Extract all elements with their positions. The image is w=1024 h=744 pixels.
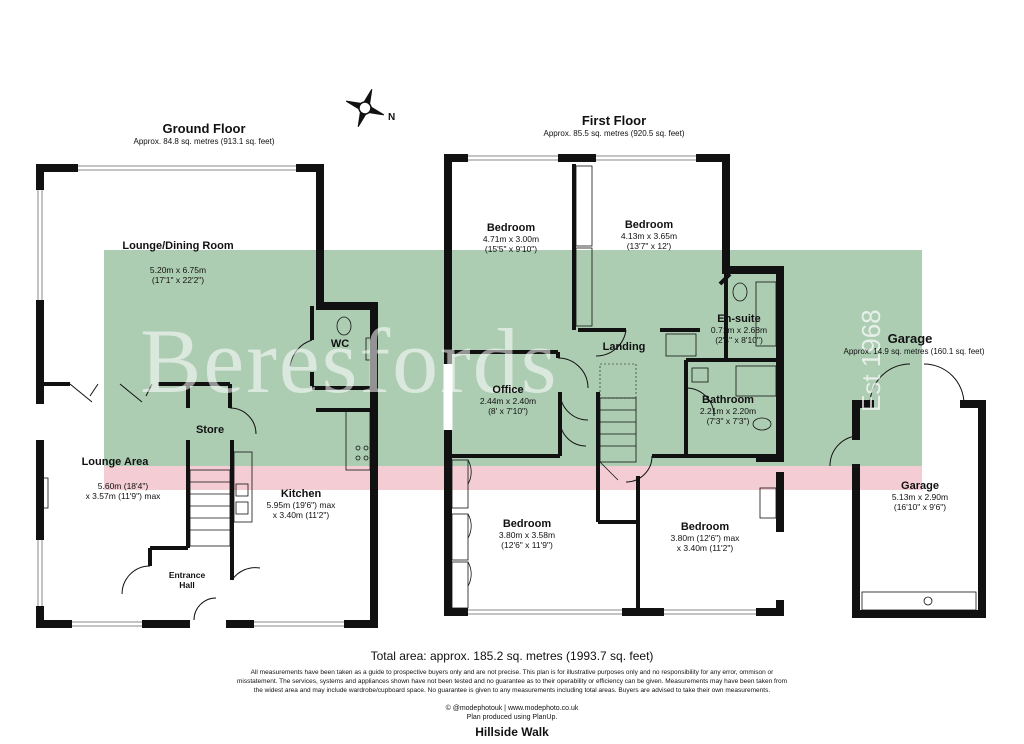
room-bedroom3-dim1: 3.80m x 3.58m: [498, 530, 556, 540]
room-lounge-area-dim1: 5.60m (18'4"): [97, 481, 149, 491]
watermark-brand: Beresfords: [140, 310, 559, 412]
room-bathroom-dim2: (7'3" x 7'3"): [706, 416, 750, 426]
credit-line-1: © @modephotouk | www.modephoto.co.uk: [445, 705, 579, 712]
property-address: Hillside Walk: [475, 725, 549, 739]
ground-floor-title: Ground Floor: [162, 121, 246, 136]
room-garage-dim1: 5.13m x 2.90m: [891, 492, 949, 502]
room-office-dim1: 2.44m x 2.40m: [479, 396, 537, 406]
garage-floor-title: Garage: [887, 331, 933, 346]
garage-floor-area: Approx. 14.9 sq. metres (160.1 sq. feet): [843, 347, 985, 356]
total-area: Total area: approx. 185.2 sq. metres (19…: [370, 649, 654, 663]
disclaimer-line-1: All measurements have been taken as a gu…: [250, 669, 774, 676]
room-bedroom4-dim1: 3.80m (12'6") max: [670, 533, 740, 543]
room-bedroom2-name: Bedroom: [624, 219, 674, 231]
room-lounge-dining-dim2: (17'1" x 22'2"): [151, 275, 205, 285]
disclaimer-line-2: misstatement. The services, systems and …: [236, 678, 788, 685]
room-entrance-hall-name: Entrance Hall: [168, 570, 206, 590]
room-bedroom2-dim2: (13'7" x 12'): [626, 241, 672, 251]
room-lounge-area-dim2: x 3.57m (11'9") max: [85, 491, 161, 501]
room-bedroom4-dim2: x 3.40m (11'2"): [676, 543, 734, 553]
watermark-stripe: [104, 466, 922, 490]
first-floor-title: First Floor: [581, 113, 647, 128]
room-bedroom4-name: Bedroom: [680, 521, 730, 533]
room-bedroom3-name: Bedroom: [502, 518, 552, 530]
room-bathroom-name: Bathroom: [702, 394, 754, 406]
room-ensuite-name: En-suite: [717, 313, 761, 325]
room-office-dim2: (8' x 7'10"): [488, 406, 528, 416]
disclaimer-line-3: the widest area and may include wardrobe…: [253, 687, 771, 694]
room-kitchen-dim2: x 3.40m (11'2"): [272, 510, 330, 520]
compass-rose: [345, 88, 385, 128]
room-wc-name: WC: [330, 338, 350, 350]
ground-floor-area: Approx. 84.8 sq. metres (913.1 sq. feet): [133, 137, 275, 146]
room-bedroom1-dim2: (15'5" x 9'10"): [484, 244, 538, 254]
room-lounge-dining-dim1: 5.20m x 6.75m: [149, 265, 207, 275]
room-lounge-area-name: Lounge Area: [81, 456, 149, 468]
room-lounge-dining-name: Lounge/Dining Room: [122, 240, 234, 252]
room-bedroom2-dim1: 4.13m x 3.65m: [620, 231, 678, 241]
ground-floor-plan: [35, 163, 378, 629]
room-bathroom-dim1: 2.21m x 2.20m: [699, 406, 757, 416]
room-landing-name: Landing: [602, 341, 646, 353]
watermark-band: [104, 250, 922, 466]
room-kitchen-dim1: 5.95m (19'6") max: [266, 500, 336, 510]
room-bedroom3-dim2: (12'6" x 11'9"): [501, 540, 553, 550]
first-floor-plan: [443, 153, 785, 617]
first-floor-area: Approx. 85.5 sq. metres (920.5 sq. feet): [543, 129, 685, 138]
room-office-name: Office: [492, 384, 524, 396]
room-bedroom1-dim1: 4.71m x 3.00m: [482, 234, 540, 244]
room-kitchen-name: Kitchen: [280, 488, 322, 500]
room-garage-dim2: (16'10" x 9'6"): [893, 502, 947, 512]
credit-line-2: Plan produced using PlanUp.: [466, 714, 558, 721]
watermark-est: Est 1968: [856, 309, 886, 412]
room-ensuite-dim1: 0.71m x 2.68m: [710, 325, 768, 335]
compass-label: N: [388, 112, 396, 123]
room-ensuite-dim2: (2'4" x 8'10"): [715, 335, 763, 345]
room-bedroom1-name: Bedroom: [486, 222, 536, 234]
garage-plan: [829, 363, 986, 618]
room-store-name: Store: [195, 424, 225, 436]
room-garage-name: Garage: [901, 480, 939, 492]
